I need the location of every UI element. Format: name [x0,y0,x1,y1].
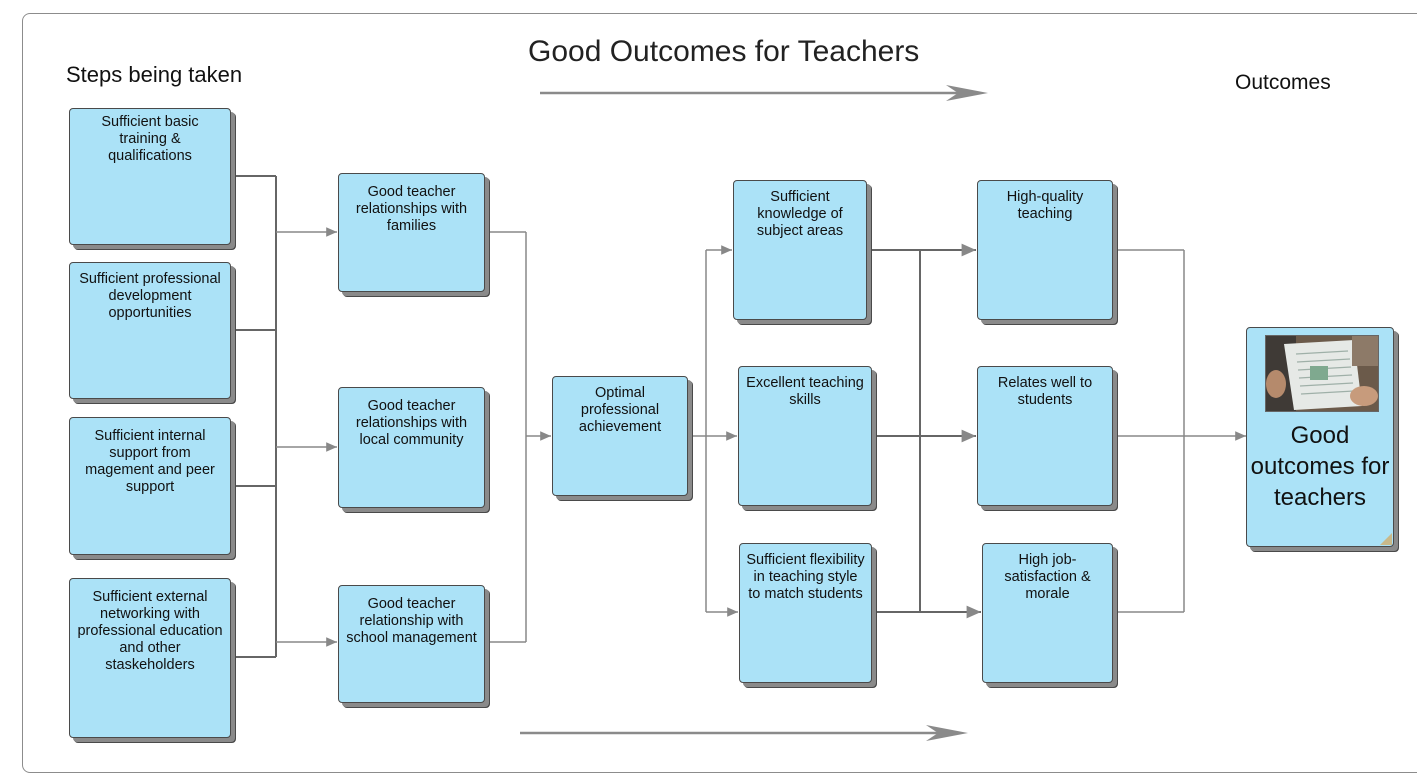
relationship-node-community: Good teacher relationships with local co… [338,387,485,508]
capability-label: Sufficient knowledge of subject areas [756,189,844,239]
step-node-internal-support: Sufficient internal support from magemen… [69,417,231,555]
connector-relationships-to-achievement [485,231,551,643]
connector-steps-bus [231,175,277,658]
connector-achievement-to-capabilities [688,245,738,617]
achievement-node: Optimal professional achievement [552,376,688,496]
relationship-label: Good teacher relationship with school ma… [346,596,477,646]
step-node-external-networking: Sufficient external networking with prof… [69,578,231,738]
step-node-basic-training: Sufficient basic training & qualificatio… [69,108,231,245]
connector-bus-to-relationships [276,227,337,647]
result-label: High-quality teaching [1006,189,1084,222]
result-node-high-quality-teaching: High-quality teaching [977,180,1113,320]
step-label: Sufficient basic training & qualificatio… [101,114,199,164]
achievement-label: Optimal professional achievement [578,385,662,435]
capability-label: Sufficient flexibility in teaching style… [746,552,865,602]
connector-capabilities-to-results [867,243,981,619]
final-outcome-label: Good outcomes for teachers [1250,422,1390,511]
connector-layer [231,85,1246,741]
connector-results-to-outcome [1113,249,1246,613]
steps-label: Steps being taken [66,62,243,87]
result-node-job-satisfaction: High job-satisfaction & morale [982,543,1113,683]
banner-arrow-bottom [520,725,968,741]
capability-node-subject-knowledge: Sufficient knowledge of subject areas [733,180,867,320]
capability-node-flexibility: Sufficient flexibility in teaching style… [739,543,872,683]
diagram-title: Good Outcomes for Teachers [528,35,920,68]
banner-arrow-top [540,85,988,101]
step-label: Sufficient external networking with prof… [77,589,223,673]
final-outcome-node: Good outcomes for teachers [1246,327,1394,547]
result-label: Relates well to students [997,375,1093,408]
diagram-canvas: Good Outcomes for Teachers Steps being t… [22,13,1417,773]
result-label: High job-satisfaction & morale [1004,552,1091,602]
page-fold-icon [1380,533,1392,545]
step-node-professional-development: Sufficient professional development oppo… [69,262,231,399]
result-node-relates-to-students: Relates well to students [977,366,1113,506]
relationship-node-families: Good teacher relationships with families [338,173,485,292]
outcomes-label: Outcomes [1235,71,1331,94]
teacher-reading-photo-icon [1265,335,1379,412]
relationship-label: Good teacher relationships with local co… [355,398,468,448]
relationship-node-management: Good teacher relationship with school ma… [338,585,485,703]
step-label: Sufficient internal support from magemen… [85,428,215,495]
step-label: Sufficient professional development oppo… [79,271,221,321]
relationship-label: Good teacher relationships with families [355,184,468,234]
capability-node-teaching-skills: Excellent teaching skills [738,366,872,506]
capability-label: Excellent teaching skills [746,375,864,408]
